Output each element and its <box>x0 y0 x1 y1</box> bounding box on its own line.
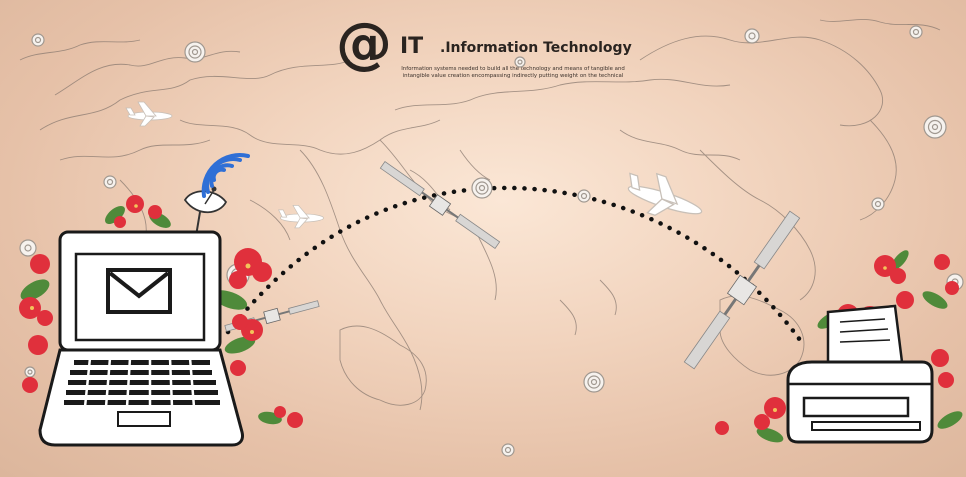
at-symbol: @ <box>336 11 392 76</box>
radar-circle-icon <box>184 41 206 63</box>
printer-icon <box>786 304 934 444</box>
airplane-icon <box>278 205 324 229</box>
radar-circle-icon <box>923 115 947 139</box>
satellite-icon <box>379 161 501 249</box>
logo: @ IT .Information Technology Information… <box>336 16 656 92</box>
airplane-icon <box>125 101 173 127</box>
radar-circle-icon <box>871 197 885 211</box>
radar-circle-icon <box>583 371 605 393</box>
radar-circle-icon <box>103 175 117 189</box>
radar-circle-icon <box>501 443 515 457</box>
wifi-signal-icon <box>201 153 250 198</box>
radar-circle-icon <box>19 239 37 257</box>
radar-circle-icon <box>31 33 45 47</box>
radar-circle-icon <box>514 56 526 68</box>
laptop-icon <box>38 230 244 447</box>
radar-circle-icon <box>909 25 923 39</box>
airplane-icon <box>627 172 703 216</box>
flower-icon <box>19 195 303 428</box>
logo-title: IT <box>400 34 424 59</box>
satellite-icon <box>683 210 801 370</box>
logo-description: Information systems needed to build all … <box>401 66 625 79</box>
radar-circle-icon <box>471 177 493 199</box>
flowers-left <box>19 195 303 428</box>
radar-circle-icon <box>577 189 591 203</box>
radar-circle-icon <box>744 28 760 44</box>
mail-envelope-icon <box>106 268 172 314</box>
logo-subtitle: .Information Technology <box>440 40 632 56</box>
